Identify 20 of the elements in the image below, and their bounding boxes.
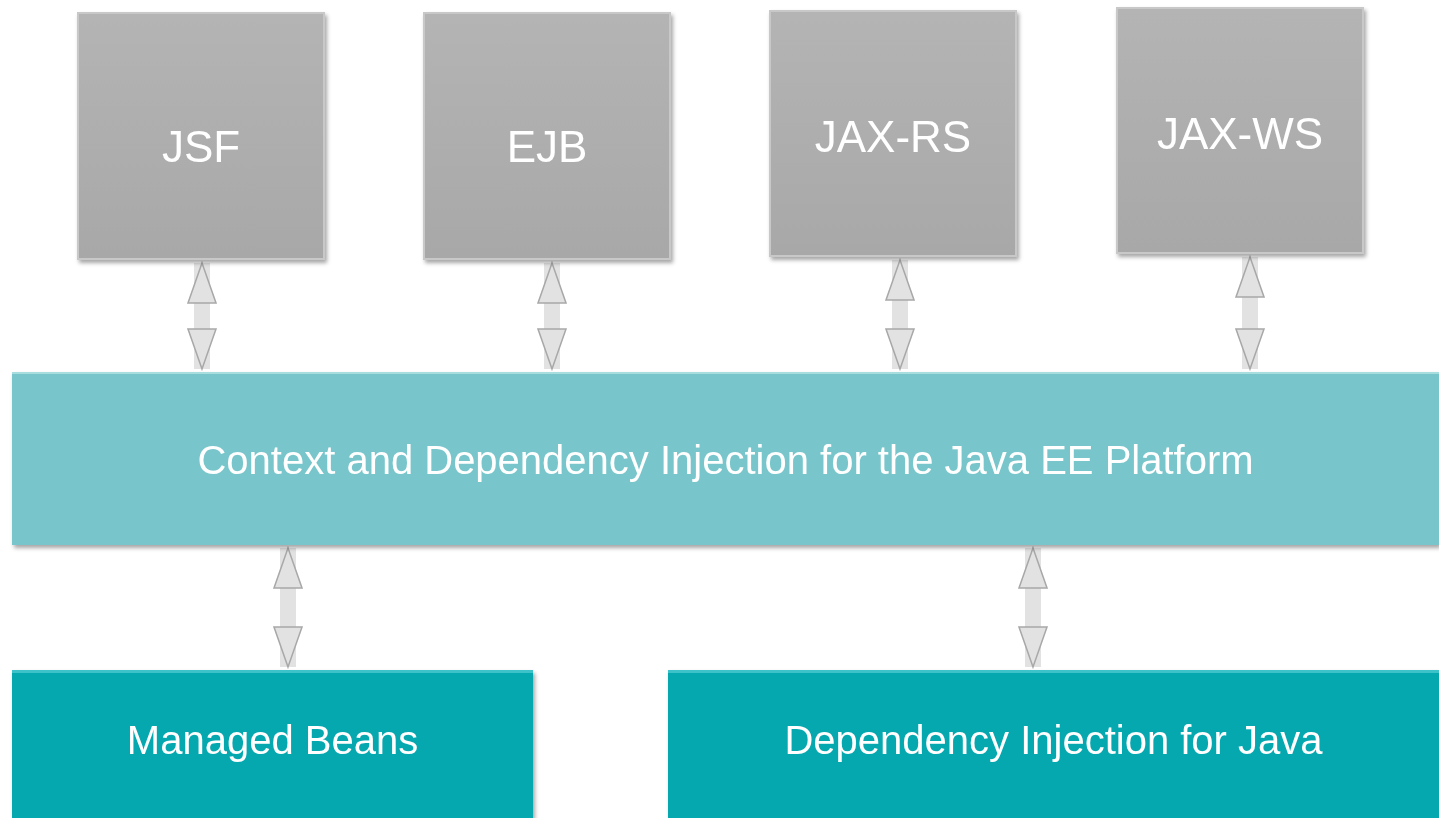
- double-arrow: [537, 262, 567, 370]
- component-box: [423, 12, 671, 260]
- node-label: JAX-WS: [1156, 109, 1324, 159]
- component-box: [1116, 7, 1364, 254]
- double-arrow: [273, 547, 303, 668]
- component-box: [77, 12, 325, 260]
- component-box: [12, 670, 533, 818]
- component-box: [769, 10, 1017, 257]
- node-label: Dependency Injection for Java: [784, 718, 1323, 763]
- node-label: Context and Dependency Injection for the Java EE Platform: [197, 436, 1254, 484]
- double-arrow: [885, 259, 915, 370]
- component-box: [668, 670, 1439, 818]
- node-label: Managed Beans: [126, 718, 419, 763]
- double-arrow: [187, 262, 217, 370]
- node-label: EJB: [506, 122, 588, 172]
- layer-band: [12, 372, 1439, 545]
- node-label: JAX-RS: [814, 112, 972, 162]
- node-label: JSF: [161, 122, 241, 172]
- double-arrow: [1235, 256, 1265, 370]
- double-arrow: [1018, 547, 1048, 668]
